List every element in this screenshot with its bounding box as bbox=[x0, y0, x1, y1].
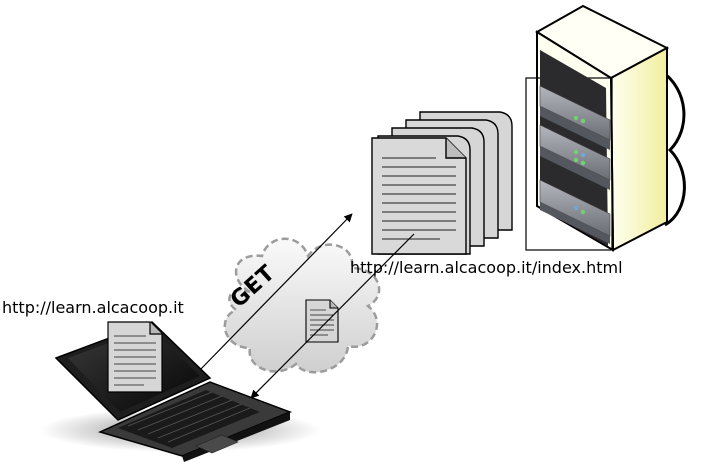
document-icon bbox=[371, 137, 467, 255]
server-unit bbox=[539, 124, 611, 190]
response-arrow bbox=[250, 233, 415, 399]
server-rack-icon bbox=[525, 4, 686, 252]
server-unit bbox=[539, 179, 611, 244]
laptop-icon bbox=[40, 321, 320, 462]
server-url-label: http://learn.alcacoop.it/index.html bbox=[350, 258, 623, 277]
client-url-label: http://learn.alcacoop.it bbox=[2, 298, 184, 317]
document-icon bbox=[305, 299, 339, 343]
get-request-arrow bbox=[197, 213, 353, 373]
document-icon bbox=[107, 321, 163, 393]
document-stack-icon bbox=[371, 111, 513, 255]
cloud-icon bbox=[223, 237, 381, 374]
server-unit bbox=[539, 85, 611, 150]
